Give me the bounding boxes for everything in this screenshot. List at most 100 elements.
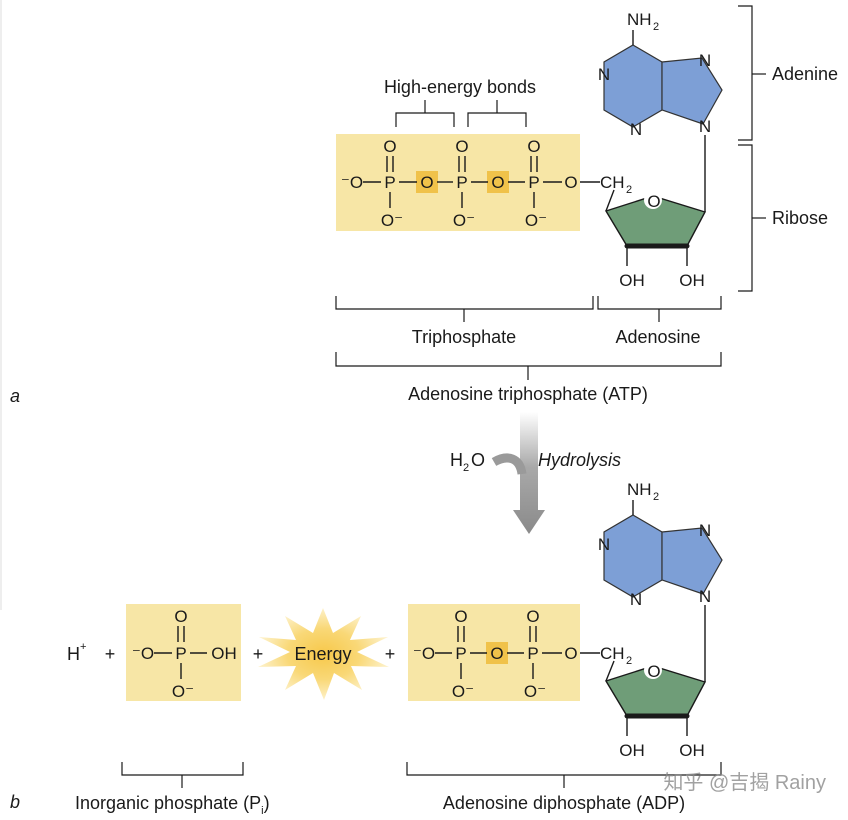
pi-label: Inorganic phosphate (Pi) [75,793,270,817]
atp-label: Adenosine triphosphate (ATP) [408,384,648,404]
adenine-ring-b: NH 2 N N N N [598,480,723,682]
water-o: O [471,450,485,470]
atom-n: N [598,65,610,84]
atom-o-neg: O⁻ [524,682,546,701]
atom-n: N [699,521,711,540]
atom-o: O [454,607,467,626]
atom-n: N [598,535,610,554]
atom-p: P [384,173,395,192]
pi-panel [126,604,241,701]
atom-n: N [699,117,711,136]
atom-n: N [699,587,711,606]
atom-o: O [647,192,660,211]
ribose-ring-b: O OH OH [604,660,707,760]
atom-neg-o: ⁻O [341,173,363,192]
double-bonds [386,156,538,172]
panel-b: H + + O ⁻O P OH O⁻ + Energy + O O ⁻O P O… [10,480,723,817]
atom-oh: OH [679,271,705,290]
high-energy-bonds-label: High-energy bonds [384,77,536,97]
ring-oxygen-bg [644,191,662,209]
plus-sign: + [105,644,116,664]
atom-o: O [174,607,187,626]
bridge-oxygen-2 [487,171,509,193]
atom-oh: OH [619,741,645,760]
panel-label-a: a [10,386,20,406]
ch2-bond [605,189,615,212]
bridge-oxygen [486,642,508,664]
atom-o-neg: O⁻ [172,682,194,701]
bond-bracket-2 [467,112,527,127]
single-bonds-down [460,663,534,679]
adenosine-label: Adenosine [615,327,700,347]
adenine-ring-a: NH 2 N N N N [598,10,723,212]
atom-oh: OH [619,271,645,290]
atom-o: O [526,607,539,626]
atom-p: P [527,644,538,663]
energy-label: Energy [294,644,351,664]
atom-o: O [527,137,540,156]
atom-o-neg: O⁻ [452,682,474,701]
bond-bracket-1 [395,112,455,127]
imidazole-ring [661,527,723,595]
proton-h: H [67,644,80,664]
atom-nh: NH [627,480,652,499]
pi-bracket [121,762,244,776]
ring-oxygen-bg [644,661,662,679]
subscript-2: 2 [626,655,632,667]
panel-a: High-energy bonds O O O ⁻O P O P O P O C… [10,5,838,406]
proton-charge: + [80,641,86,653]
ribose-label: Ribose [772,208,828,228]
water-subscript: 2 [463,462,469,474]
atom-ch: CH [600,173,625,192]
ribose-bracket [738,144,753,292]
subscript-2: 2 [653,21,659,33]
atom-p: P [528,173,539,192]
atom-neg-o: ⁻O [413,644,435,663]
atom-p: P [455,644,466,663]
subscript-2: 2 [626,184,632,196]
atom-o: O [490,644,503,663]
water-h: H [450,450,463,470]
imidazole-ring [661,57,723,125]
pyrimidine-ring [603,514,663,598]
adenine-bracket [738,5,753,141]
atom-nh: NH [627,10,652,29]
atp-bracket [335,352,722,367]
hydrolysis-reaction: H 2 O Hydrolysis [450,412,621,534]
atom-o-neg: O⁻ [453,211,475,230]
atom-o: O [455,137,468,156]
adp-label: Adenosine diphosphate (ADP) [443,793,685,813]
atom-o-neg: O⁻ [525,211,547,230]
atom-o: O [420,173,433,192]
atom-oh: OH [679,741,705,760]
subscript-2: 2 [653,491,659,503]
ribose-ring-a: O OH OH [604,189,707,290]
ch2-bond [605,660,615,682]
atom-o: O [564,644,577,663]
plus-sign: + [385,644,396,664]
atom-n: N [630,120,642,139]
atom-oh: OH [211,644,237,663]
triphosphate-bracket [335,296,594,310]
single-bonds-down [389,192,535,208]
pyrimidine-ring [603,44,663,128]
atom-o: O [647,662,660,681]
double-bonds [457,626,537,642]
atom-o: O [491,173,504,192]
bridge-oxygen-1 [416,171,438,193]
atom-o: O [383,137,396,156]
panel-label-b: b [10,792,20,812]
atom-o-neg: O⁻ [381,211,403,230]
double-bond [177,626,185,642]
atom-n: N [630,590,642,609]
adenosine-bracket [597,296,722,310]
hydrolysis-arrow [513,412,545,534]
atom-neg-o: ⁻O [132,644,154,663]
atom-n: N [699,51,711,70]
triphosphate-label: Triphosphate [412,327,516,347]
hydrolysis-label: Hydrolysis [538,450,621,470]
plus-sign: + [253,644,264,664]
watermark: 知乎 @吉揭 Rainy [663,771,826,794]
atom-p: P [175,644,186,663]
